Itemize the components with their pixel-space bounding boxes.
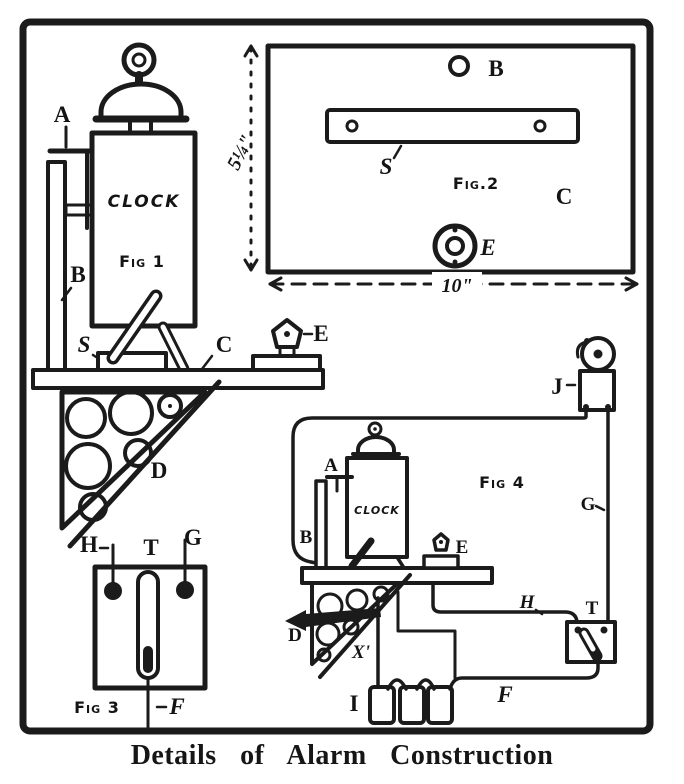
fig4-label-h: H (519, 592, 536, 613)
fig1-bell-icon (92, 42, 190, 135)
fig4-label-e: E (456, 537, 469, 558)
fig1-label-c: C (216, 332, 233, 357)
fig1-binding-post-icon (251, 318, 322, 372)
fig1-tilted-rod (106, 289, 163, 365)
fig3-title: Fig 3 (74, 698, 120, 717)
fig4-alarm-bell-icon (575, 336, 616, 412)
fig1-group: CLOCK Fig 1 A B S C (31, 42, 329, 549)
fig4-label-a: A (324, 455, 338, 476)
fig2-strap (325, 108, 580, 144)
fig4-wire-loop (291, 408, 588, 566)
fig4-arrow-icon (285, 608, 381, 631)
fig4-clock-body (345, 456, 409, 559)
fig1-label-b: B (70, 262, 85, 287)
fig4-label-i: I (350, 691, 359, 716)
fig4-label-d: D (288, 625, 302, 646)
fig2-terminal-icon (432, 223, 478, 269)
fig1-key-icon (47, 125, 95, 230)
fig2-label-s: S (380, 154, 393, 179)
fig3-group: H T G F Fig 3 (74, 525, 208, 729)
fig4-label-t: T (586, 598, 599, 619)
fig2-label-c: C (556, 184, 573, 209)
fig4-binding-post-icon (422, 532, 460, 570)
outer-frame (19, 18, 654, 735)
fig2-height-dim-label: 5¼" (223, 131, 259, 173)
fig2-label-b: B (488, 56, 503, 81)
fig2-width-dimension: 10" (268, 272, 639, 297)
fig4-label-b: B (300, 527, 313, 548)
fig2-group: B S Fig.2 C E 5¼" 10" (223, 43, 639, 297)
fig4-group: J G Fig 4 CLOCK A B (285, 336, 617, 725)
fig3-label-f: F (168, 694, 184, 719)
fig1-title: Fig 1 (119, 252, 165, 271)
fig1-clock-body (89, 130, 198, 329)
fig2-label-e: E (479, 235, 495, 260)
fig1-shelf (31, 368, 325, 390)
fig3-label-h: H (80, 532, 98, 557)
fig4-thermostat-icon (565, 620, 617, 664)
fig1-label-a: A (54, 102, 71, 127)
fig2-hole-b (448, 55, 470, 77)
fig4-bell-icon (351, 421, 401, 460)
fig4-key-icon (325, 475, 354, 493)
fig4-label-g: G (581, 494, 596, 515)
fig4-label-x: X' (351, 642, 370, 663)
fig1-bracket (59, 379, 222, 549)
diagram-caption: Details of Alarm Construction (130, 740, 554, 771)
fig4-clock-label: CLOCK (354, 504, 400, 517)
fig3-label-t: T (143, 535, 158, 560)
fig4-wire-h (431, 581, 579, 624)
fig2-width-dim-label: 10" (441, 275, 472, 297)
fig1-clock-label: CLOCK (108, 192, 181, 212)
fig4-wire-contact (396, 590, 457, 680)
fig1-label-e: E (313, 321, 328, 346)
fig2-title: Fig.2 (453, 174, 499, 193)
fig1-clock-leg (157, 321, 190, 375)
fig4-label-j: J (551, 374, 563, 399)
fig4-shelf (300, 566, 494, 585)
fig2-height-dimension: 5¼" (223, 44, 259, 272)
fig3-thermometer-icon (136, 570, 160, 680)
fig4-upright-bar (314, 479, 328, 570)
fig3-label-g: G (184, 525, 202, 550)
fig1-label-s: S (78, 332, 91, 357)
fig4-label-f: F (496, 682, 512, 707)
fig4-wire-f (448, 661, 600, 691)
fig3-terminal-right (176, 581, 194, 599)
fig4-title: Fig 4 (479, 473, 525, 492)
fig1-upright-bar (46, 160, 67, 373)
fig1-label-d: D (151, 458, 168, 483)
fig3-terminal-left (104, 582, 122, 600)
fig4-battery-icon (368, 678, 454, 725)
